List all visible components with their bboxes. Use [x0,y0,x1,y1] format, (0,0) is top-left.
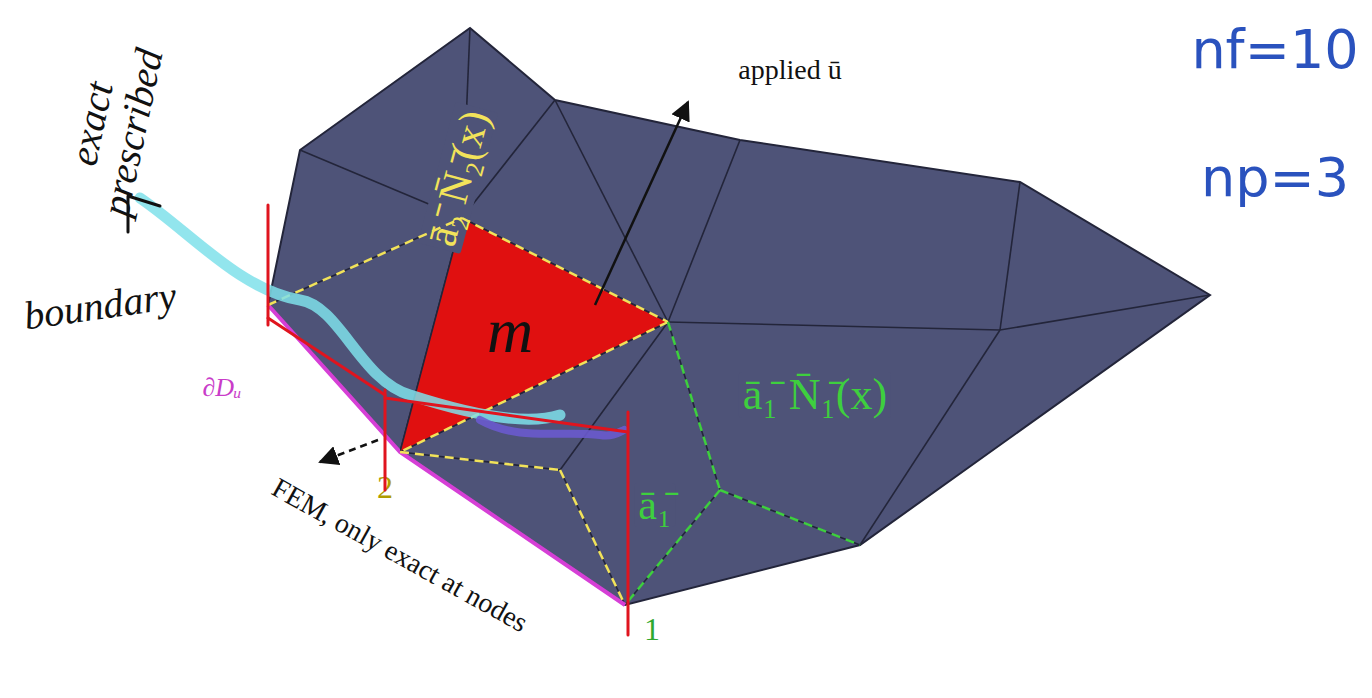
node-number: 1 [644,613,660,647]
triangle-fill [400,218,668,452]
coefficient-label: ā₁̄ [634,483,675,527]
element-triangle: m [400,218,668,452]
support-dashes [268,218,668,605]
cyan-stroke [140,198,560,419]
handwritten-note: boundary [21,275,179,338]
node-number: 2 [377,471,393,505]
mesh-edges [268,28,1210,605]
hand-arrow [128,196,160,232]
handwritten-count: nf=10 [1191,22,1358,79]
note-text: FEM, only exact at nodes [267,473,532,638]
applied-arrow [595,102,688,305]
support-dashes-green [625,322,860,605]
load-label: applied ū [738,55,841,84]
fem-arrow [320,440,378,462]
handwritten-note: exact prescribed [51,26,173,229]
mesh-domain [268,28,1210,605]
shape-function-label: ā₁̄ N̄₁̄(x) [739,372,891,418]
boundary-label: ∂Dᵤ [202,374,241,401]
triangle-shape [400,218,668,452]
element-name: m [487,299,533,363]
purple-stroke [480,420,624,436]
hand-red-lines [268,205,628,635]
handwritten-count: np=3 [1201,150,1349,207]
